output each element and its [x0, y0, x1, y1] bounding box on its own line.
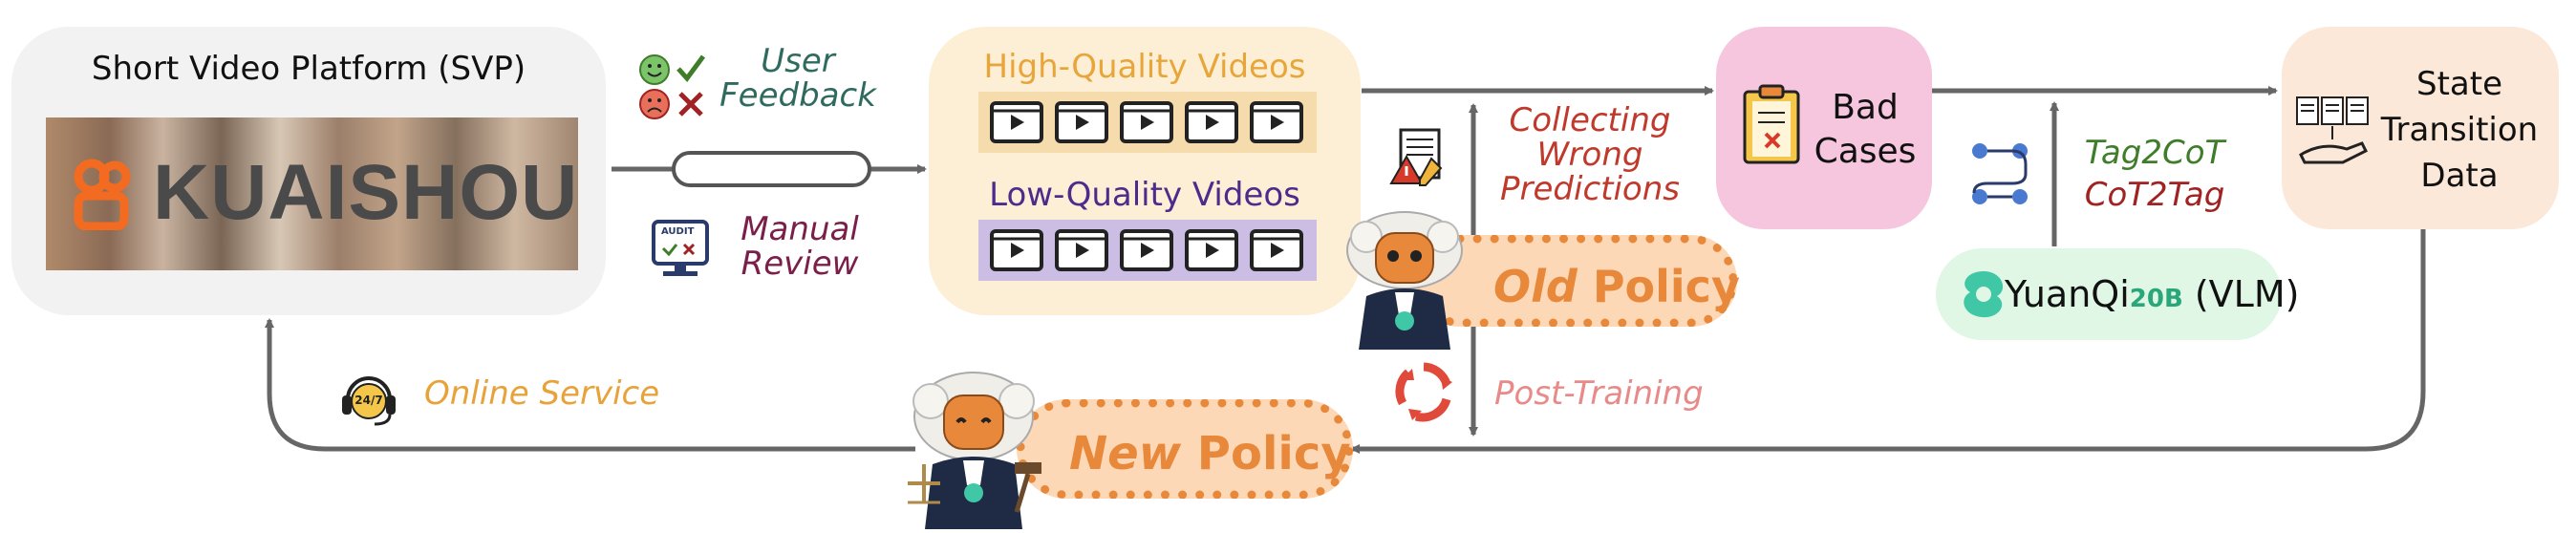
state-line2: Transition — [2380, 111, 2539, 149]
video-icon — [990, 101, 1043, 143]
old-policy-pill: Old Policy — [1414, 235, 1740, 327]
manual-review-line2: Review — [741, 245, 859, 283]
old-policy-word: Policy — [1592, 261, 1740, 312]
smiley-sad-icon — [638, 88, 671, 120]
vlm-name: YuanQi — [2005, 273, 2130, 315]
video-icon — [1250, 101, 1303, 143]
user-feedback-line1: User — [761, 42, 835, 80]
data-documents-icon — [2293, 94, 2373, 170]
video-icon — [1185, 229, 1238, 271]
feedback-pill — [672, 151, 871, 187]
new-policy-pill: New Policy — [1017, 399, 1353, 499]
tag2cot: Tag2CoT — [2084, 134, 2225, 172]
yuanqi-logo-icon — [1955, 267, 2012, 321]
vlm-suffix: (VLM) — [2182, 273, 2300, 315]
new-policy-word: Policy — [1196, 427, 1351, 480]
video-icon — [990, 229, 1043, 271]
check-icon — [675, 52, 707, 84]
audit-monitor-icon: AUDIT — [650, 218, 711, 281]
high-quality-strip — [978, 92, 1317, 153]
vlm-box: YuanQi20B (VLM) — [1936, 248, 2299, 340]
collect-line1: Collecting — [1509, 101, 1671, 139]
high-quality-label: High-Quality Videos — [983, 48, 1306, 86]
old-policy-robot-icon — [1338, 208, 1471, 350]
workflow-nodes-icon — [1968, 139, 2031, 208]
bad-line1: Bad — [1832, 88, 1899, 127]
old-word: Old — [1493, 261, 1578, 312]
vlm-label: YuanQi20B (VLM) — [2005, 273, 2299, 315]
arrow-state-to-new-policy — [1350, 229, 2426, 454]
smiley-happy-icon — [638, 53, 671, 86]
warning-document-icon — [1387, 126, 1447, 189]
collecting-wrong-predictions-label: Collecting Wrong Predictions — [1479, 103, 1701, 206]
thumbnail-strip: KUAISHOU — [46, 117, 578, 270]
state-line3: Data — [2420, 157, 2499, 195]
video-icon — [1120, 101, 1173, 143]
arrow-new-policy-to-platform — [265, 318, 915, 452]
old-policy-label: Old Policy — [1493, 261, 1740, 312]
online-service-label: Online Service — [424, 374, 660, 413]
user-feedback-line2: Feedback — [719, 76, 876, 115]
manual-review-label: Manual Review — [719, 212, 881, 281]
refresh-cycle-icon — [1393, 361, 1454, 422]
video-icon — [1120, 229, 1173, 271]
video-icon — [1250, 229, 1303, 271]
clipboard-icon — [1741, 84, 1802, 166]
video-icon — [1055, 101, 1108, 143]
low-quality-label: Low-Quality Videos — [989, 176, 1300, 214]
state-box: State Transition Data — [2282, 27, 2559, 229]
cot2tag: CoT2Tag — [2084, 176, 2225, 214]
new-word: New — [1069, 427, 1182, 480]
video-icon — [1055, 229, 1108, 271]
new-policy-label: New Policy — [1069, 427, 1351, 480]
brand-logo-icon — [73, 158, 134, 231]
state-line1: State — [2416, 65, 2502, 103]
vlm-size: 20B — [2129, 285, 2183, 313]
user-feedback-label: User Feedback — [707, 44, 889, 113]
badge-24-7: 24/7 — [354, 394, 383, 407]
state-label: State Transition Data — [2373, 61, 2545, 199]
tag-cot-label: Tag2CoT CoT2Tag — [2073, 132, 2236, 216]
platform-box: Short Video Platform (SVP) KUAISHOU — [11, 27, 606, 315]
manual-review-line1: Manual — [741, 210, 859, 248]
new-policy-robot-icon — [902, 369, 1045, 529]
bad-line2: Cases — [1814, 132, 1917, 171]
platform-title: Short Video Platform (SVP) — [91, 50, 526, 88]
headset-24-7-icon: 24/7 — [340, 367, 397, 428]
brand-text: KUAISHOU — [153, 149, 579, 236]
audit-text: AUDIT — [661, 226, 695, 237]
collect-line3: Predictions — [1500, 170, 1680, 208]
collect-line2: Wrong — [1536, 136, 1643, 174]
post-training-label: Post-Training — [1494, 374, 1704, 413]
video-icon — [1185, 101, 1238, 143]
bad-cases-box: Bad Cases — [1716, 27, 1932, 229]
videos-box: High-Quality Videos Low-Quality Videos — [929, 27, 1361, 315]
bad-cases-label: Bad Cases — [1808, 86, 1922, 174]
cross-icon — [676, 90, 705, 118]
low-quality-strip — [978, 220, 1317, 281]
